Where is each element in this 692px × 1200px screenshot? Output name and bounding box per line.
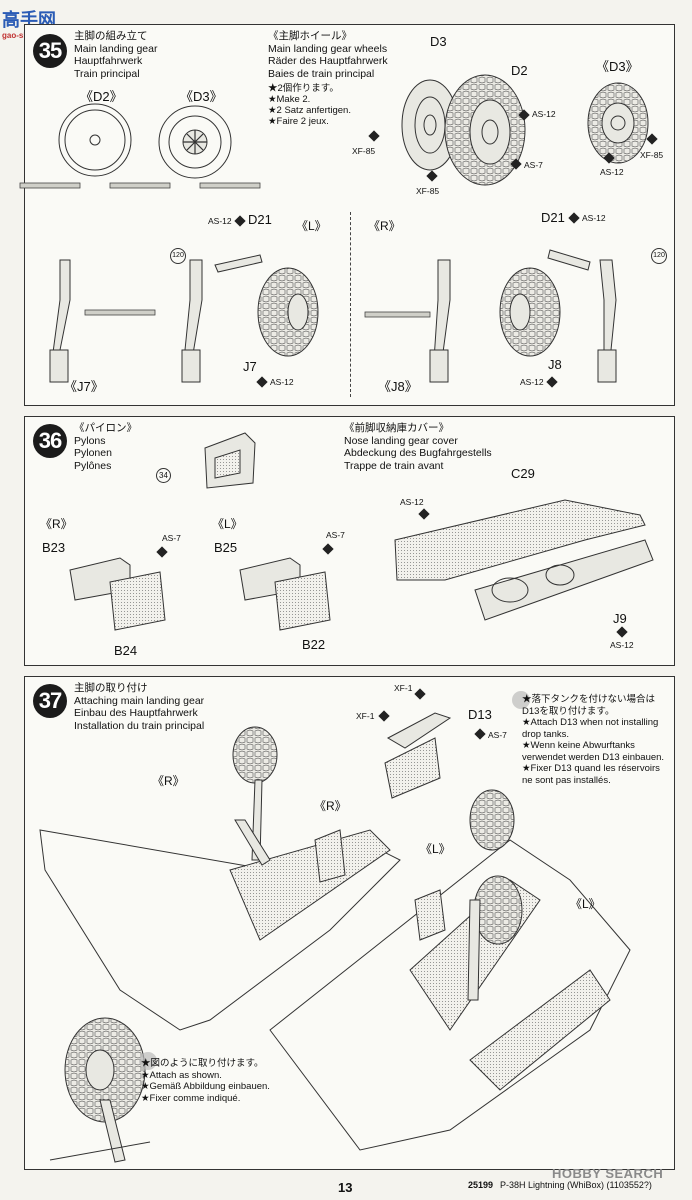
d2-view-label: 《D2》	[80, 89, 123, 104]
b22-label: B22	[302, 637, 326, 652]
j7-label: J7	[243, 359, 257, 374]
b24-label: B24	[114, 643, 138, 658]
gear-r-label-2: 《R》	[314, 799, 347, 813]
d21-left-label: D21	[248, 212, 272, 227]
wheels-title: 《主脚ホイール》 Main landing gear wheels Räder …	[268, 30, 388, 80]
circle-34: 34	[156, 468, 171, 483]
as12-tag: AS-12	[532, 109, 556, 119]
footer-code: 25199	[468, 1180, 494, 1190]
b25-label: B25	[214, 540, 238, 555]
d3-view-label: 《D3》	[180, 89, 223, 104]
step-36-title: 《パイロン》 Pylons Pylonen Pylônes	[74, 422, 137, 472]
as7-tag: AS-7	[524, 160, 543, 170]
d21-right-label: D21	[541, 210, 565, 225]
d3-label: D3	[430, 34, 447, 49]
nose-cover-title: 《前脚収納庫カバー》 Nose landing gear cover Abdec…	[344, 422, 492, 472]
wheel-halves-drawing	[19, 103, 261, 189]
xf1-tag-b: XF-1	[356, 711, 375, 721]
left-gear-drawing	[49, 254, 319, 383]
step-35-panel	[24, 24, 675, 406]
step-35-title: 主脚の組み立て Main landing gear Hauptfahrwerk …	[74, 30, 158, 80]
xf85-tag-right: XF-85	[640, 150, 664, 160]
d13-label: D13	[468, 707, 492, 722]
as12-tag-j9: AS-12	[610, 640, 634, 650]
as7-tag-l: AS-7	[326, 530, 345, 540]
step-37-number: 37	[33, 684, 67, 718]
c29-label: C29	[511, 466, 535, 481]
wheel-assembly-drawing	[401, 74, 526, 186]
as12-tag-j8: AS-12	[520, 377, 544, 387]
xf85-tag-2: XF-85	[416, 186, 440, 196]
step-35-number: 35	[33, 34, 67, 68]
divider-dashed	[350, 212, 351, 397]
attach-note: ★図のように取り付けます。 ★Attach as shown. ★Gemäß A…	[141, 1058, 270, 1104]
pylon-l-label: 《L》	[212, 517, 243, 531]
aircraft-drawing	[39, 726, 631, 1163]
d13-drawing	[384, 712, 452, 799]
xf1-tag-a: XF-1	[394, 683, 413, 693]
page-number: 13	[338, 1180, 353, 1195]
wheels-make-note: ★2個作ります。 ★Make 2. ★2 Satz anfertigen. ★F…	[268, 83, 351, 127]
right-gear-drawing	[364, 249, 617, 383]
d3-right-label: 《D3》	[596, 59, 639, 74]
left-gear-label: 《L》	[296, 219, 327, 233]
pylon-preview-drawing	[204, 432, 256, 489]
highlight-dot-note	[512, 691, 530, 709]
step-37-title: 主脚の取り付け Attaching main landing gear Einb…	[74, 682, 205, 732]
footer-product: P-38H Lightning (WhiBox) (1103552?)	[500, 1180, 652, 1190]
wheel-complete-drawing	[587, 82, 649, 164]
j8-view-label: 《J8》	[378, 379, 418, 394]
highlight-dot-inset	[139, 1052, 157, 1070]
circle-120-right: 120	[651, 248, 667, 264]
d13-note: ★落下タンクを付けない場合は D13を取り付けます。 ★Attach D13 w…	[522, 694, 665, 786]
gear-l-label-1: 《L》	[420, 842, 451, 856]
as12-tag-right: AS-12	[600, 167, 624, 177]
step-36-number: 36	[33, 424, 67, 458]
as12-tag-j7: AS-12	[270, 377, 294, 387]
j7-view-label: 《J7》	[64, 379, 104, 394]
circle-120-left: 120	[170, 248, 186, 264]
pylon-r-label: 《R》	[40, 517, 73, 531]
pylons-drawing	[69, 557, 331, 631]
b23-label: B23	[42, 540, 66, 555]
nose-cover-drawing	[394, 499, 654, 621]
j9-label: J9	[613, 611, 627, 626]
xf85-tag: XF-85	[352, 146, 376, 156]
j8-label: J8	[548, 357, 562, 372]
gear-r-label-1: 《R》	[152, 774, 185, 788]
d2-label: D2	[511, 63, 528, 78]
hobbysearch-watermark: HOBBY SEARCH	[552, 1166, 664, 1181]
as12-tag-d21-right: AS-12	[582, 213, 606, 223]
as7-tag-d13: AS-7	[488, 730, 507, 740]
right-gear-label: 《R》	[368, 219, 401, 233]
as12-tag-cover: AS-12	[400, 497, 424, 507]
as7-tag-r: AS-7	[162, 533, 181, 543]
as12-tag-d21-left: AS-12	[208, 216, 232, 226]
